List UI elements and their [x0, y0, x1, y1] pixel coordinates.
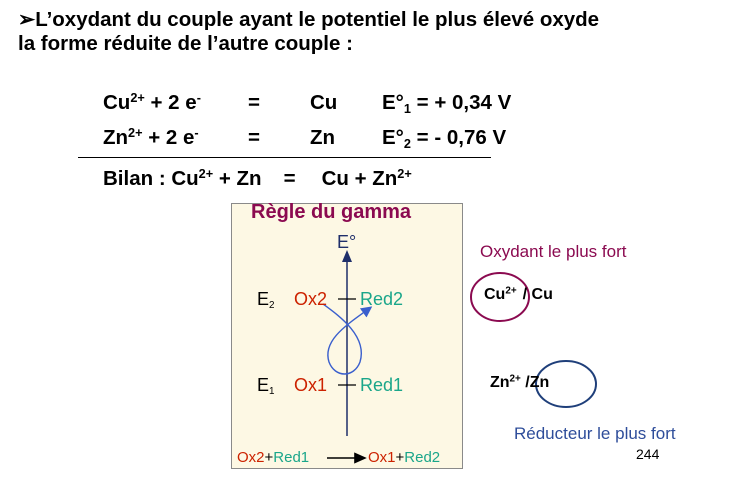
upper-ox-label: Ox2 — [294, 289, 328, 309]
reducer-couple: Zn2+ /Zn — [490, 373, 550, 391]
intro-heading: ➢L’oxydant du couple ayant le potentiel … — [18, 8, 599, 56]
equation-2-product: Zn — [310, 126, 336, 149]
equation-1-reactants: Cu2+ + 2 e- — [103, 90, 201, 114]
equation-2-equals: = — [248, 126, 260, 149]
oxidant-couple: Cu2+/ Cu — [484, 285, 553, 303]
bilan-equation: Bilan : Cu2+ + Zn=Cu + Zn2+ — [103, 166, 412, 190]
page-number: 244 — [636, 446, 660, 462]
strongest-reducer-label: Réducteur le plus fort — [514, 424, 676, 443]
lower-red-label: Red1 — [360, 375, 404, 395]
heading-line-1: ➢L’oxydant du couple ayant le potentiel … — [18, 8, 600, 31]
equation-1-potential: E°1 = + 0,34 V — [382, 91, 512, 116]
equation-1-product: Cu — [310, 91, 338, 114]
upper-red-label: Red2 — [360, 289, 404, 309]
axis-arrowhead-icon — [342, 250, 352, 262]
upper-level-label: E2 — [257, 289, 275, 311]
gamma-title: Règle du gamma — [251, 201, 412, 223]
heading-line-2: la forme réduite de l’autre couple : — [18, 32, 353, 55]
gamma-loop-arrow — [322, 303, 373, 375]
gamma-reaction-right: Ox1+Red2 — [368, 449, 441, 466]
oxidant-circle — [470, 272, 530, 322]
equation-2-reactants: Zn2+ + 2 e- — [103, 125, 199, 149]
axis-label: E° — [337, 232, 357, 252]
lower-ox-label: Ox1 — [294, 375, 328, 395]
strongest-oxidant-label: Oxydant le plus fort — [480, 242, 627, 261]
sum-divider — [78, 157, 491, 158]
bullet-arrow-icon: ➢ — [18, 8, 36, 31]
equation-1-equals: = — [248, 91, 260, 114]
lower-level-label: E1 — [257, 375, 275, 397]
equation-2-potential: E°2 = - 0,76 V — [382, 126, 507, 151]
gamma-reaction-left: Ox2+Red1 — [237, 449, 310, 466]
reducer-circle — [535, 360, 597, 408]
